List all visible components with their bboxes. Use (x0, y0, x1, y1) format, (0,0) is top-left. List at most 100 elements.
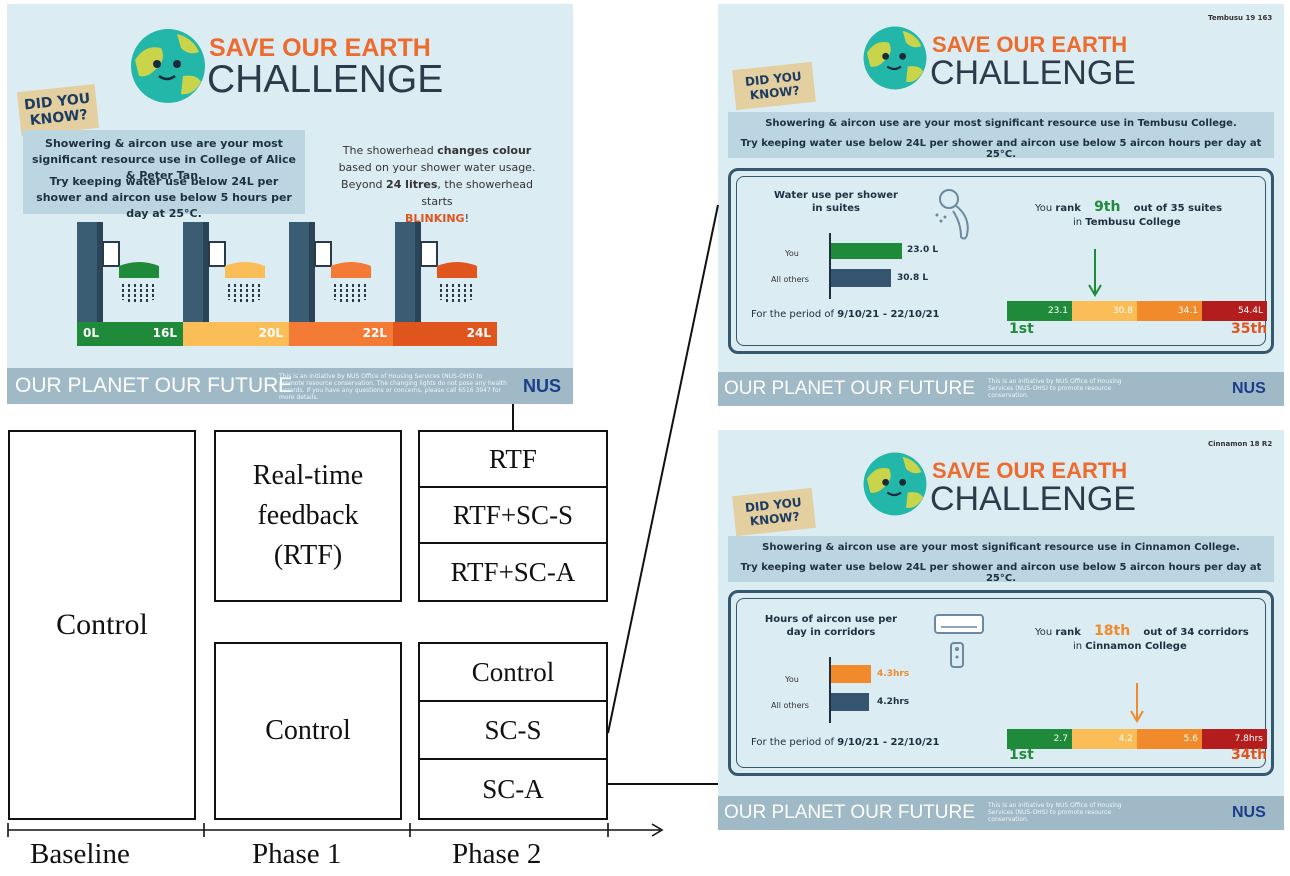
rank-scale-orange: 5.6 (1137, 729, 1202, 749)
rank-scale-red: 7.8hrs (1202, 729, 1267, 749)
rank-college: in Cinnamon College (1073, 641, 1187, 652)
footer-title: OUR PLANET OUR FUTURE (724, 378, 975, 399)
footer-text: This is an initiative by NUS Office of H… (988, 378, 1122, 399)
aircon-remote-icon (934, 614, 984, 668)
rank-college: in Tembusu College (1073, 217, 1181, 228)
rank-scale-red: 54.4L (1202, 301, 1267, 321)
rank-scale: 2.7 4.2 5.6 7.8hrs (1007, 729, 1267, 749)
bar-label-others: All others (771, 701, 809, 710)
rank-scale-first: 1st (1009, 321, 1034, 337)
bar-label-others: All others (771, 275, 809, 284)
bar-axis (829, 657, 831, 723)
poster-title-top: SAVE OUR EARTH (209, 34, 431, 62)
poster-footer: OUR PLANET OUR FUTURE This is an initiat… (7, 368, 573, 404)
baseline-control-box: Control (8, 430, 196, 820)
axis-label-phase1: Phase 1 (252, 838, 342, 870)
rank-scale: 23.1 30.8 34.1 54.4L (1007, 301, 1267, 321)
feedback-panel: Water use per shower in suites You All o… (728, 168, 1274, 354)
corner-label: Tembusu 19 163 (1208, 14, 1273, 22)
rank-scale-first: 1st (1009, 747, 1034, 763)
bar-value-others: 4.2hrs (877, 697, 910, 707)
poster-main: SAVE OUR EARTH CHALLENGE DID YOU KNOW? S… (7, 4, 573, 404)
rank-scale-yellow: 30.8 (1072, 301, 1137, 321)
bar-others (831, 693, 869, 711)
chart-title: Water use per shower in suites (774, 190, 898, 214)
phase2-group-sc-a: SC-A (418, 758, 608, 820)
chart-title: Hours of aircon use per day in corridors (764, 614, 898, 638)
shower-handle-icon (935, 189, 969, 240)
poster-title-top: SAVE OUR EARTH (932, 32, 1128, 57)
phase1-control-box: Control (214, 642, 402, 820)
shower-yellow-icon (183, 222, 265, 322)
scale-segment-red: 24L (393, 322, 497, 346)
connector-sc-s (607, 204, 719, 734)
bar-you (831, 665, 871, 683)
earth-icon (863, 452, 927, 516)
nus-logo: NUS (1232, 380, 1266, 397)
footer-title: OUR PLANET OUR FUTURE (724, 802, 975, 823)
info-panel: Showering & aircon use are your most sig… (728, 112, 1274, 160)
scale-segment-yellow: 20L (183, 322, 289, 346)
earth-icon (131, 29, 205, 103)
bar-axis (829, 233, 831, 299)
bar-value-you: 4.3hrs (877, 669, 910, 679)
poster-title-bottom: CHALLENGE (207, 58, 444, 101)
rank-text: You rank 18th out of 34 corridors (1035, 623, 1249, 639)
info-line-1: Showering & aircon use are your most sig… (765, 118, 1237, 129)
period-text: For the period of 9/10/21 - 22/10/21 (751, 737, 940, 748)
bar-label-you: You (785, 675, 799, 684)
phase2-group-rtf-sc-s: RTF+SC-S (418, 486, 608, 544)
rank-scale-green: 2.7 (1007, 729, 1072, 749)
poster-water: Tembusu 19 163 SAVE OUR EARTH CHALLENGE … (718, 4, 1284, 406)
axis-label-baseline: Baseline (30, 838, 130, 870)
info-line-2: Try keeping water use below 24L per show… (740, 562, 1262, 584)
phase1-rtf-box: Real-time feedback (RTF) (214, 430, 402, 602)
phase2-group-rtf-sc-a: RTF+SC-A (418, 542, 608, 602)
scale-segment-green: 0L 16L (77, 322, 183, 346)
rank-text: You rank 9th out of 35 suites (1035, 199, 1223, 215)
shower-green-icon (77, 222, 159, 322)
info-line-1: Showering & aircon use are your most sig… (762, 542, 1240, 553)
poster-footer: OUR PLANET OUR FUTURE This is an initiat… (718, 372, 1284, 406)
info-line-1: Showering & aircon use are your most sig… (32, 137, 296, 182)
phase2-group-rtf: RTF (418, 430, 608, 488)
bar-value-others: 30.8 L (897, 273, 929, 283)
rank-scale-last: 35th (1231, 321, 1268, 337)
footer-title: OUR PLANET OUR FUTURE (15, 374, 293, 397)
showerheads-illustration (77, 222, 477, 322)
poster-footer: OUR PLANET OUR FUTURE This is an initiat… (718, 796, 1284, 830)
bar-you (831, 243, 902, 259)
bar-others (831, 269, 891, 287)
footer-text: This is an initiative by NUS Office of H… (988, 802, 1122, 823)
info-panel: Showering & aircon use are your most sig… (23, 130, 305, 220)
bar-label-you: You (785, 249, 799, 258)
period-text: For the period of 9/10/21 - 22/10/21 (751, 309, 940, 320)
phase2-group-control: Control (418, 642, 608, 702)
bar-value-you: 23.0 L (907, 245, 939, 255)
info-line-2: Try keeping water use below 24L per show… (36, 175, 292, 220)
rank-arrow-icon (1130, 683, 1144, 723)
poster-title-top: SAVE OUR EARTH (932, 458, 1128, 483)
corner-label: Cinnamon 18 R2 (1208, 440, 1273, 448)
nus-logo: NUS (523, 376, 562, 396)
scale-segment-orange: 22L (289, 322, 393, 346)
water-scale: 0L 16L 20L 22L 24L (77, 322, 497, 346)
shower-orange-icon (289, 222, 371, 322)
feedback-panel: Hours of aircon use per day in corridors… (728, 590, 1274, 776)
info-line-2: Try keeping water use below 24L per show… (740, 138, 1262, 160)
rank-arrow-icon (1088, 249, 1102, 297)
axis-label-phase2: Phase 2 (452, 838, 542, 870)
rank-scale-green: 23.1 (1007, 301, 1072, 321)
nus-logo: NUS (1232, 804, 1266, 821)
poster-title-bottom: CHALLENGE (930, 480, 1136, 518)
footer-text: This is an initiative by NUS Office of H… (279, 373, 507, 401)
poster-aircon: Cinnamon 18 R2 SAVE OUR EARTH CHALLENGE … (718, 430, 1284, 830)
showerhead-explanation: The showerhead changes colour based on y… (338, 144, 536, 225)
timeline-arrowhead (651, 823, 664, 837)
phase2-group-sc-s: SC-S (418, 700, 608, 760)
earth-icon (863, 26, 927, 90)
rank-scale-yellow: 4.2 (1072, 729, 1137, 749)
rank-scale-last: 34th (1231, 747, 1268, 763)
rank-scale-orange: 34.1 (1137, 301, 1202, 321)
